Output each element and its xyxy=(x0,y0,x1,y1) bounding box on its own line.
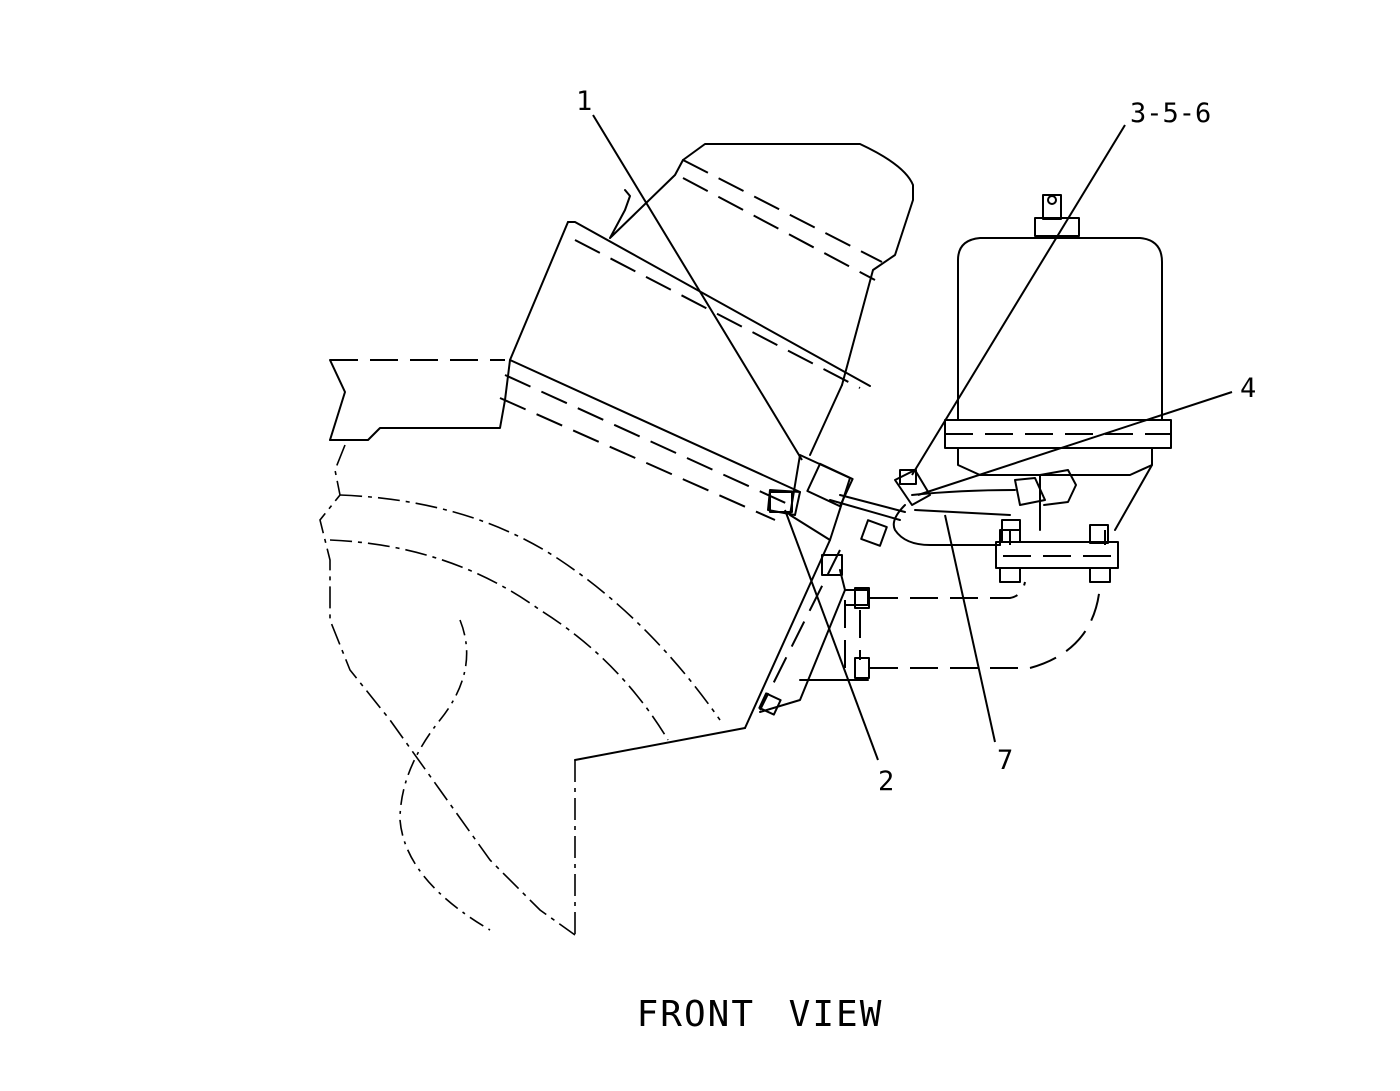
callout-3-5-6: 3-5-6 xyxy=(1130,98,1211,129)
upper-housing xyxy=(504,143,914,456)
callout-7: 7 xyxy=(997,745,1013,776)
leader-7 xyxy=(944,514,996,743)
elbow-body xyxy=(319,444,746,936)
canister xyxy=(944,194,1172,531)
leader-4 xyxy=(917,391,1233,496)
mount-flange xyxy=(870,519,1119,669)
view-caption: FRONT VIEW xyxy=(636,994,884,1035)
callout-1: 1 xyxy=(576,86,592,117)
leader-2 xyxy=(784,509,879,761)
leader-lines xyxy=(592,114,1233,761)
callout-2: 2 xyxy=(878,766,894,797)
tube-assembly xyxy=(892,469,1077,546)
left-adapter xyxy=(329,359,801,521)
clamp-assembly xyxy=(744,454,906,729)
leader-356 xyxy=(911,124,1126,476)
leader-1 xyxy=(592,114,803,461)
callout-4: 4 xyxy=(1240,373,1256,404)
